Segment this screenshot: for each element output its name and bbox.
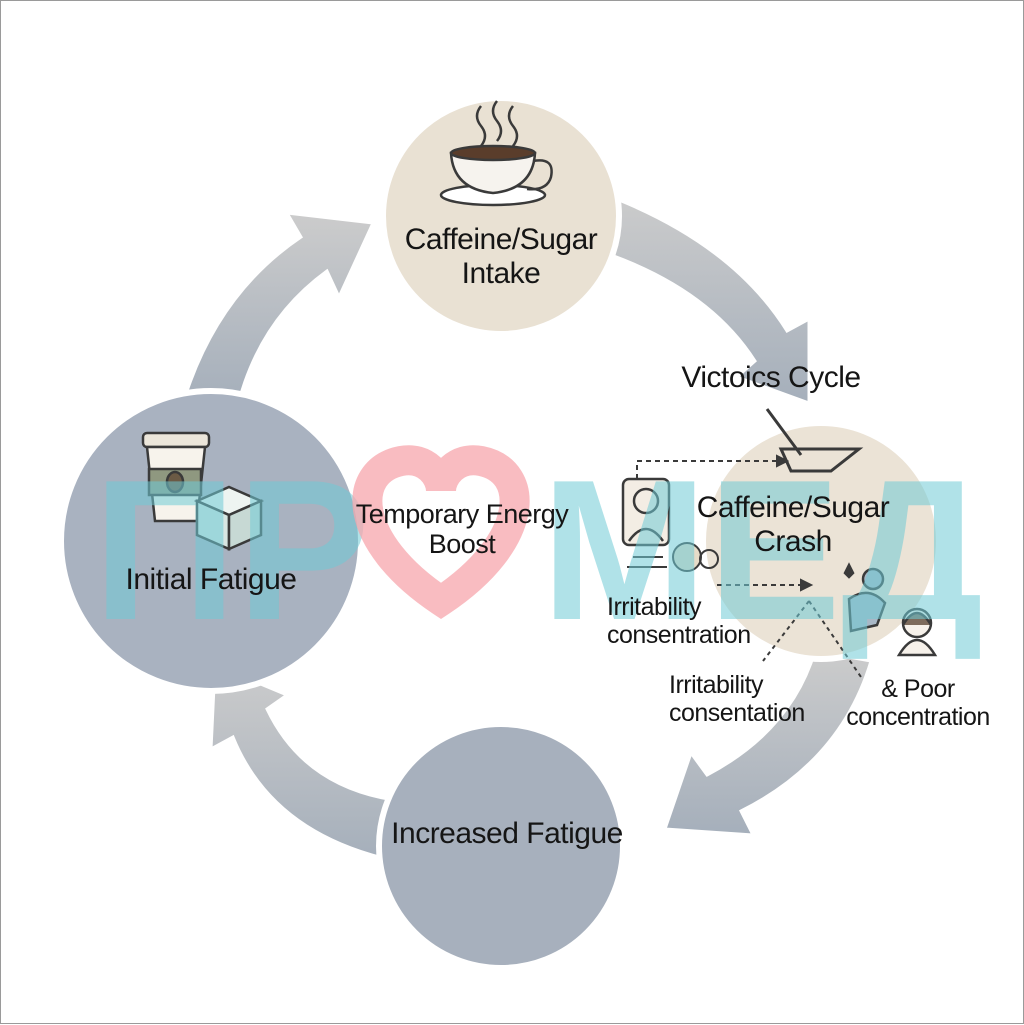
arrow-crash-to-increased [662,649,873,837]
node-intake-label: Caffeine/Sugar Intake [404,223,598,290]
crash-scene [627,408,864,678]
coffee-cup-icon [439,100,553,207]
watermark-logo: ПР МЕД [93,439,983,662]
heart-icon [352,445,530,620]
arrow-initial-to-intake [185,211,376,403]
node-crash-label: Caffeine/Sugar Crash [696,491,890,558]
cycle-title: Victoics Cycle [681,361,861,394]
annotation-poor-concentration: & Poor concentration [846,675,990,731]
arrow-intake-to-crash [585,191,811,406]
annotation-irritability-1: Irritability consentration [607,593,751,649]
node-intake-circle [380,95,622,337]
arrow-increased-to-initial [209,662,403,861]
node-increased-label: Increased Fatigue [391,817,623,850]
cycle-arrows [185,191,873,861]
watermark-right: МЕД [541,439,983,662]
mop-icon [765,408,864,473]
node-increased-circle [376,721,626,971]
woman-avatar-icon [896,607,938,657]
dashed-connector [636,460,777,479]
center-label: Temporary Energy Boost [355,499,569,560]
person-icon [621,477,671,547]
node-initial-label: Initial Fatigue [125,563,297,596]
annotation-irritability-2: Irritability consentation [669,671,805,727]
sugar-cube-icon [193,485,265,551]
slumped-person-icon [843,562,887,633]
watermark-left: ПР [93,439,370,662]
